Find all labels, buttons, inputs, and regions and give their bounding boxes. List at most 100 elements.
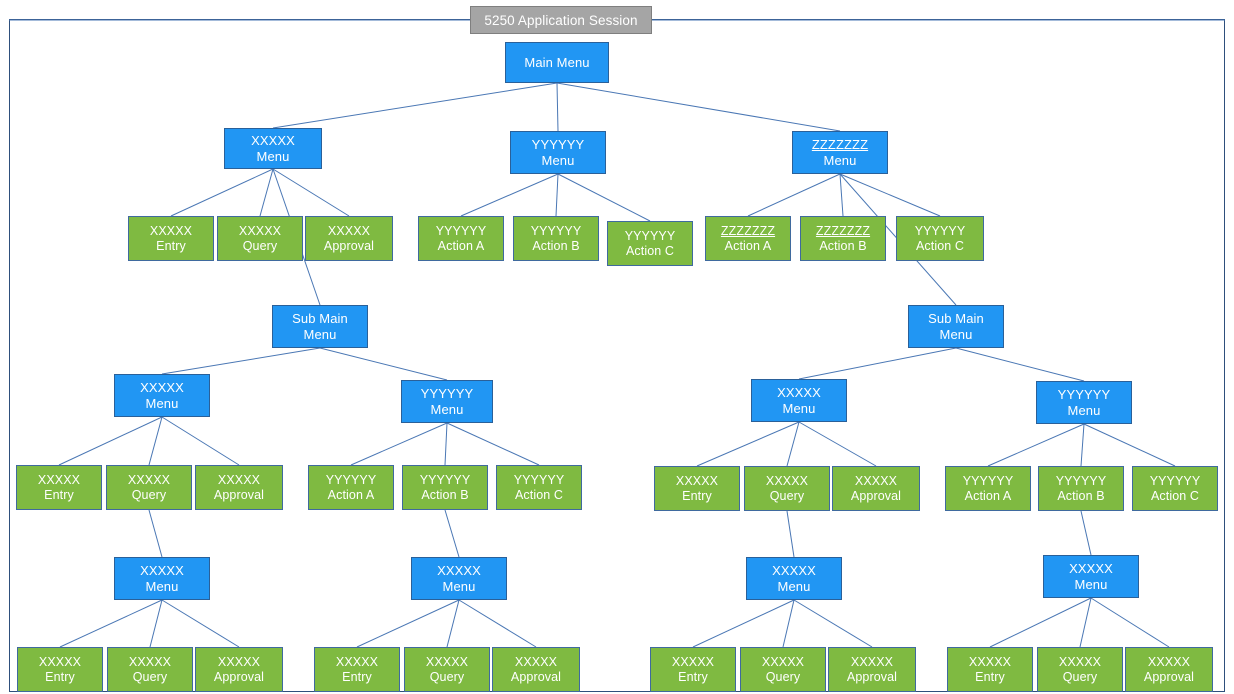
node-label-line2: Action C: [1150, 488, 1200, 503]
node-label-line2: Menu: [303, 326, 337, 342]
node-label-line1: YYYYYY: [435, 224, 487, 238]
node-label-line2: Entry: [342, 669, 372, 684]
node-label-line2: Menu: [442, 578, 476, 594]
node-label-line1: Main Menu: [524, 54, 590, 70]
node-label-line1: XXXXX: [968, 655, 1012, 669]
node-label-line2: Approval: [213, 487, 265, 502]
node-label-line1: YYYYYY: [1055, 474, 1107, 488]
menu-node-main-menu[interactable]: Main Menu: [505, 42, 609, 83]
node-label-line1: XXXXX: [1058, 655, 1102, 669]
node-label-line2: Query: [769, 488, 805, 503]
node-label-line1: XXXXX: [1147, 655, 1191, 669]
node-label-line2: Query: [132, 669, 168, 684]
node-label-line2: Action C: [915, 238, 965, 253]
node-label-line1: XXXXX: [217, 473, 261, 487]
node-label-line2: Menu: [541, 152, 575, 168]
node-label-line1: XXXXX: [671, 655, 715, 669]
session-title-bar: 5250 Application Session: [470, 6, 652, 34]
node-label-line1: XXXXX: [772, 563, 816, 579]
node-label-line2: Entry: [156, 238, 186, 253]
node-label-line2: Approval: [846, 669, 898, 684]
node-label-line1: YYYYYY: [1057, 387, 1111, 403]
node-label-line1: XXXXX: [761, 655, 805, 669]
node-label-line1: Sub Main: [928, 311, 984, 327]
node-label-line1: XXXXX: [777, 385, 821, 401]
node-label-line1: XXXXX: [854, 474, 898, 488]
node-label-line2: Query: [131, 487, 167, 502]
node-label-line2: Action A: [724, 238, 772, 253]
node-label-line1: YYYYYY: [1149, 474, 1201, 488]
node-label-line1: XXXXX: [217, 655, 261, 669]
node-label-line2: Entry: [975, 669, 1005, 684]
session-title-label: 5250 Application Session: [484, 12, 638, 28]
node-label-line2: Menu: [145, 578, 179, 594]
node-label-line2: Menu: [782, 400, 816, 416]
node-label-line2: Action B: [819, 238, 867, 253]
node-label-line1: YYYYYY: [530, 224, 582, 238]
node-label-line2: Query: [1062, 669, 1098, 684]
node-label-line2: Action B: [421, 487, 469, 502]
node-label-line1: YYYYYY: [914, 224, 966, 238]
node-label-line2: Menu: [145, 395, 179, 411]
node-label-line1: XXXXX: [765, 474, 809, 488]
node-label-line1: XXXXX: [128, 655, 172, 669]
node-label-line1: XXXXX: [335, 655, 379, 669]
node-label-line2: Approval: [510, 669, 562, 684]
node-label-line2: Approval: [213, 669, 265, 684]
node-label-line1: XXXXX: [251, 133, 295, 149]
node-label-line2: Menu: [1074, 576, 1108, 592]
node-label-line2: Approval: [850, 488, 902, 503]
node-label-line2: Entry: [678, 669, 708, 684]
node-label-line1: XXXXX: [850, 655, 894, 669]
node-label-line2: Approval: [1143, 669, 1195, 684]
node-label-line2: Menu: [777, 578, 811, 594]
